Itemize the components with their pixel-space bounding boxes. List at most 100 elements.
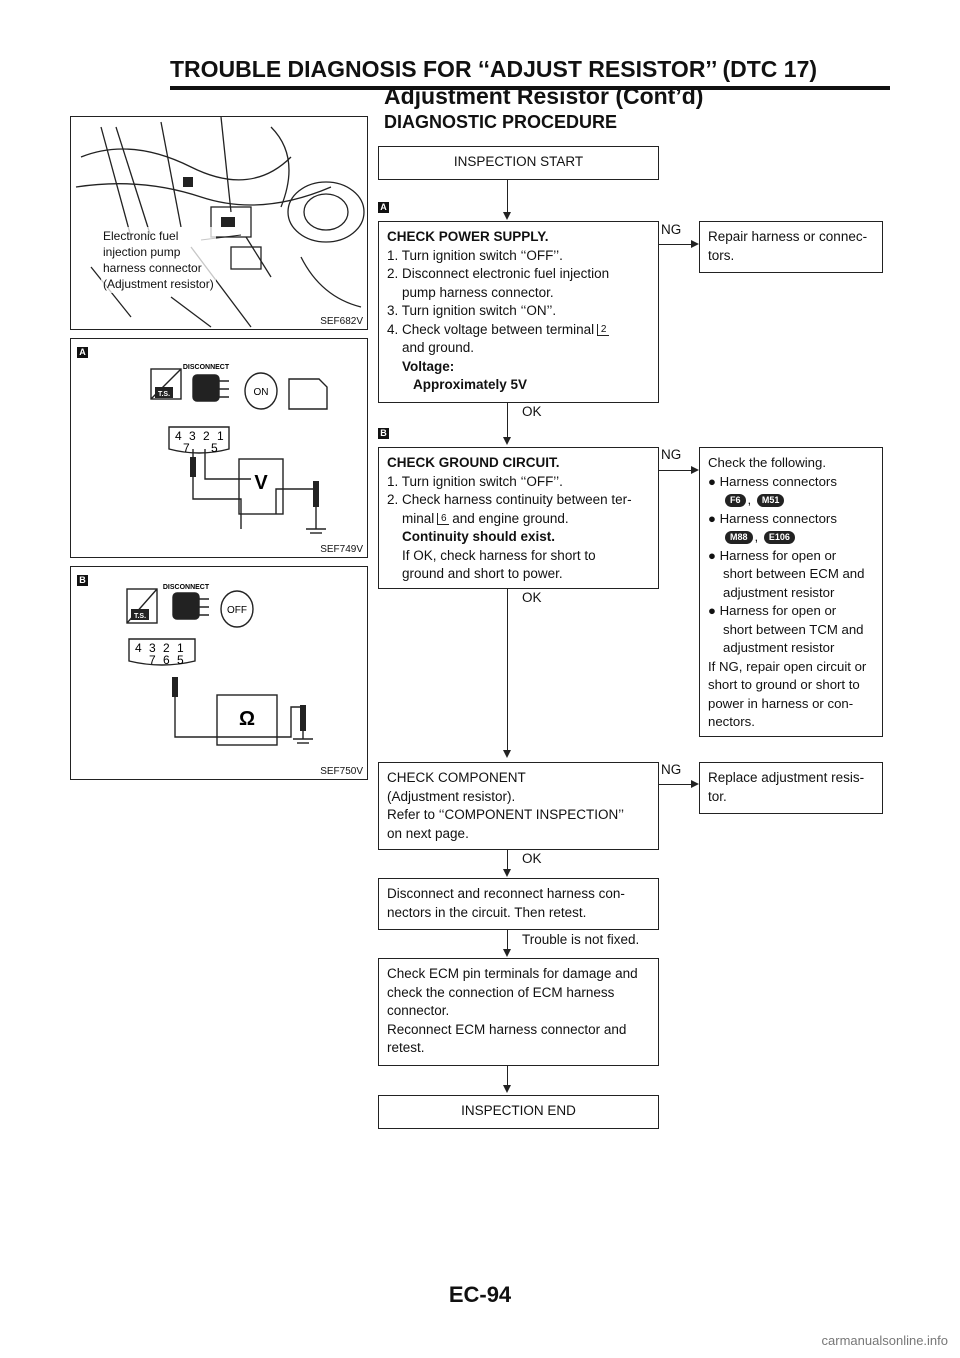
check-bullet: ● Harness for open or [708,547,837,563]
step-ground-circuit-box: CHECK GROUND CIRCUIT. 1. Turn ignition s… [378,447,659,589]
step-line: 2. Check harness continuity between ter- [387,492,632,507]
flow-arrow [691,466,699,474]
step-line: retest. [387,1040,425,1055]
check-text: Harness for open or [719,547,837,563]
continuity-check-diagram: T.S. DISCONNECT OFF 4 3 2 1 7 6 5 Ω [126,584,313,746]
section-title: DIAGNOSTIC PROCEDURE [384,112,618,132]
flow-connector [507,180,508,212]
pin-label: 1 [177,641,184,655]
engine-photo-illustration [75,117,365,328]
flow-end-box: INSPECTION END [378,1095,659,1129]
connector-codes: F6, M51 [708,491,874,510]
connector-code-badge: M51 [756,494,785,508]
disconnect-label: DISCONNECT [163,584,210,591]
figure-voltage-check: A T.S. DISCONNECT [70,338,368,558]
disconnect-label: DISCONNECT [183,364,230,371]
page-header-title: TROUBLE DIAGNOSIS FOR ‘‘ADJUST RESISTOR’… [170,56,818,82]
photo-label-line: injection pump [103,245,181,259]
flow-arrow [691,780,699,788]
flow-connector [507,403,508,437]
ng-label: NG [661,447,682,462]
check-line: power in harness or con- [708,695,854,711]
figure-marker-b: B [77,575,88,586]
check-line: If NG, repair open circuit or [708,658,867,674]
page-header-subtitle: Adjustment Resistor (Cont’d) [384,83,704,109]
pin-label: 4 [175,429,182,443]
ng-check-list-box: Check the following. ● Harness connector… [699,447,883,737]
step-line: (Adjustment resistor). [387,788,516,804]
flow-arrow [691,240,699,248]
step-line: 3. Turn ignition switch ‘‘ON’’. [387,303,557,318]
step-check-component-box: CHECK COMPONENT (Adjustment resistor). R… [378,762,659,850]
result-label: Trouble is not fixed. [522,932,640,947]
pin-label: 3 [189,429,196,443]
connector-code-badge: M88 [725,531,753,545]
flow-connector [507,1066,508,1085]
spec-value: Approximately 5V [413,377,528,392]
flow-arrow [503,437,511,445]
connector-codes: M88, E106 [708,528,874,547]
pin-label: 3 [149,641,156,655]
check-line: nectors. [708,714,755,729]
check-line: short between TCM and [723,621,864,637]
flow-arrow [503,1085,511,1093]
step-line: ground and short to power. [402,566,563,581]
flow-connector [659,470,691,471]
pin-label: 5 [177,653,184,667]
check-line: short between ECM and [723,566,865,581]
step-line: check the connection of ECM harness [387,984,615,1000]
step-text: and engine ground. [452,510,569,526]
step-line: If OK, check harness for short to [402,547,596,563]
check-line: adjustment resistor [723,584,835,600]
step-line: Check ECM pin terminals for damage and [387,966,638,981]
check-bullet: ● Harness connectors [708,510,837,526]
pin-label: 2 [163,641,170,655]
ts-label: T.S. [134,613,146,620]
key-position-label: ON [254,387,269,398]
step-check-ecm-box: Check ECM pin terminals for damage and c… [378,958,659,1066]
flow-connector [659,784,691,785]
figure-continuity-check: B T.S. DISCONNECT OFF 4 3 2 1 7 6 [70,566,368,780]
separator: , [754,529,759,544]
figure-caption: SEF749V [320,544,363,555]
photo-label-line: Electronic fuel [103,229,179,243]
pin-label: 6 [163,653,170,667]
connector-code-badge: F6 [725,494,746,508]
flow-connector [507,589,508,750]
step-line: 2. Disconnect electronic fuel injection [387,266,610,281]
ok-label: OK [522,590,542,605]
step-line: Refer to ‘‘COMPONENT INSPECTION’’ [387,807,625,822]
photo-label: Electronic fuel injection pump harness c… [101,227,216,293]
figure-caption: SEF682V [320,316,363,327]
check-text: Harness connectors [719,510,837,526]
check-line: short to ground or short to [708,677,860,692]
terminal-number: 6 [437,512,450,525]
photo-label-line: (Adjustment resistor) [103,277,214,291]
pin-label: 4 [135,641,142,655]
connector-code-badge: E106 [763,531,795,545]
flow-start-box: INSPECTION START [378,146,659,180]
flow-connector [659,244,691,245]
flow-connector [507,930,508,949]
step-title: CHECK POWER SUPPLY. [387,229,549,244]
step-line: on next page. [387,825,469,841]
terminal-number: 2 [597,323,610,336]
flow-marker-b: B [378,428,389,439]
ng-action-box: Replace adjustment resis-tor. [699,762,883,814]
figure-marker-a: A [77,347,88,358]
step-line: 1. Turn ignition switch ‘‘OFF’’. [387,473,563,489]
flow-arrow [503,212,511,220]
header-rule [170,86,890,90]
flow-arrow [503,869,511,877]
step-power-supply-box: CHECK POWER SUPPLY. 1. Turn ignition swi… [378,221,659,403]
step-line: Reconnect ECM harness connector and [387,1021,627,1037]
flow-connector [507,850,508,869]
separator: , [747,492,752,507]
figure-caption: SEF750V [320,766,363,777]
step-line: nectors in the circuit. Then retest. [387,904,587,920]
photo-label-line: harness connector [103,261,202,275]
step-reconnect-box: Disconnect and reconnect harness con- ne… [378,878,659,930]
pin-label: 7 [183,441,190,455]
